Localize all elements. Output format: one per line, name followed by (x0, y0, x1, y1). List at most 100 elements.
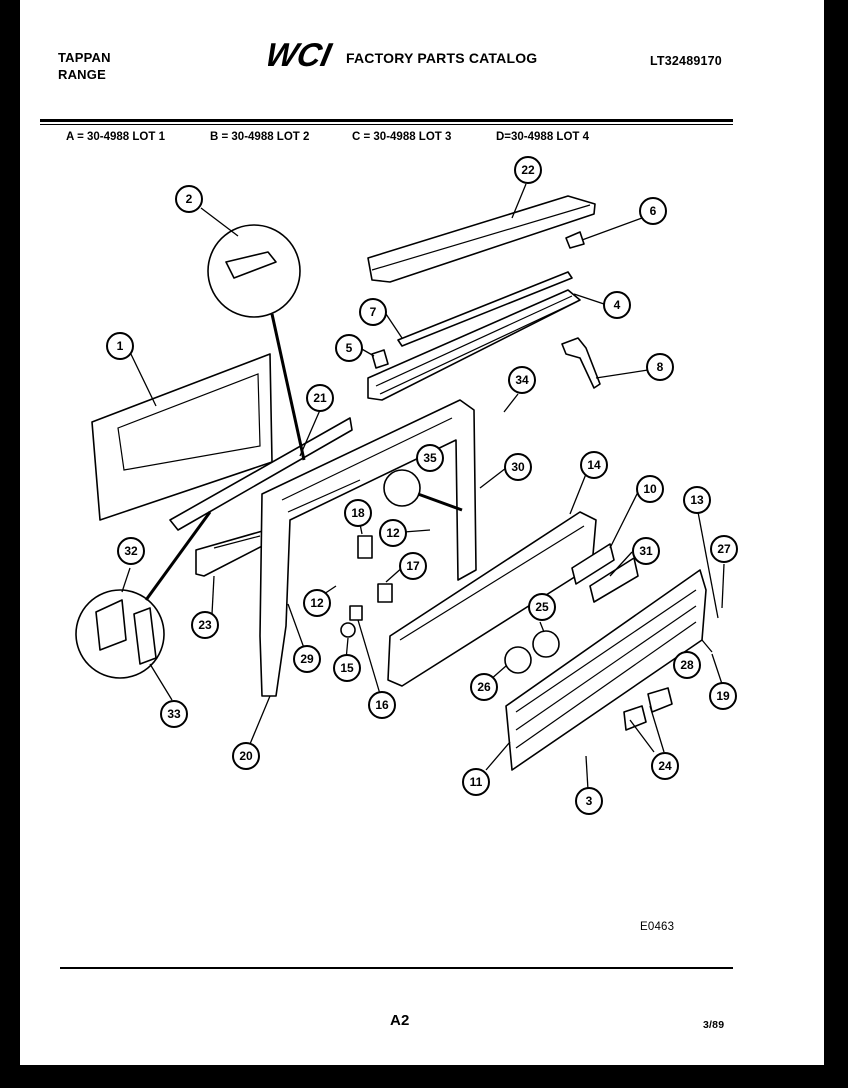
part-17-switch (377, 583, 393, 603)
callout-33-label: 33 (167, 707, 181, 721)
callout-24-label: 24 (658, 759, 672, 773)
callout-24: 24 (651, 752, 679, 780)
callout-13: 13 (683, 486, 711, 514)
page-label: A2 (390, 1012, 410, 1029)
callout-29: 29 (293, 645, 321, 673)
part-15-part (340, 622, 356, 638)
callout-2: 2 (175, 185, 203, 213)
footer-rule (60, 967, 733, 969)
callout-33: 33 (160, 700, 188, 728)
callout-5-label: 5 (346, 341, 353, 355)
callout-31-label: 31 (639, 544, 653, 558)
lot-label-b: B = 30-4988 LOT 2 (210, 131, 310, 143)
callout-26a-label: 26 (477, 680, 491, 694)
lot-label-c: C = 30-4988 LOT 3 (352, 131, 452, 143)
callout-11-label: 11 (470, 775, 483, 789)
part-16-switch (349, 605, 363, 621)
callout-5: 5 (335, 334, 363, 362)
callout-2-label: 2 (186, 192, 193, 206)
part-6-clip (565, 231, 585, 249)
catalog-sheet (20, 0, 824, 1065)
figure-code: E0463 (640, 921, 675, 933)
callout-14-label: 14 (587, 458, 601, 472)
callout-15-label: 15 (340, 661, 354, 675)
callout-23: 23 (191, 611, 219, 639)
callout-12b: 12 (303, 589, 331, 617)
callout-15: 15 (333, 654, 361, 682)
callout-4: 4 (603, 291, 631, 319)
callout-32: 32 (117, 537, 145, 565)
callout-27-label: 27 (717, 542, 731, 556)
callout-20-label: 20 (239, 749, 253, 763)
brand-line-2: RANGE (58, 67, 106, 82)
callout-3: 3 (575, 787, 603, 815)
callout-19-label: 19 (716, 689, 730, 703)
part-22-top-trim (367, 195, 596, 283)
part-26-knob (504, 646, 532, 674)
callout-12a-label: 12 (386, 526, 400, 540)
callout-19: 19 (709, 682, 737, 710)
callout-30-label: 30 (511, 460, 525, 474)
callout-21-label: 21 (313, 391, 327, 405)
brand-line-1: TAPPAN (58, 50, 111, 65)
part-10-bracket (571, 543, 615, 585)
callout-17-label: 17 (406, 559, 420, 573)
part-20-panel-frame (259, 399, 477, 697)
callout-21: 21 (306, 384, 334, 412)
wci-logo: WCI (268, 38, 335, 72)
callout-28: 28 (673, 651, 701, 679)
callout-22-label: 22 (521, 163, 535, 177)
part-18-switch (357, 535, 373, 559)
part-31-bracket (589, 557, 639, 603)
catalog-number: LT32489170 (650, 54, 722, 68)
detail-32-part (95, 599, 127, 651)
callout-35: 35 (416, 444, 444, 472)
callout-34-label: 34 (515, 373, 529, 387)
detail-circle-35 (383, 469, 421, 507)
callout-20: 20 (232, 742, 260, 770)
callout-27: 27 (710, 535, 738, 563)
part-11-grille (505, 569, 707, 771)
callout-leaders (121, 183, 725, 791)
detail-33-part (133, 607, 157, 665)
callout-22: 22 (514, 156, 542, 184)
callout-35-label: 35 (423, 451, 437, 465)
callout-18: 18 (344, 499, 372, 527)
lot-label-d: D=30-4988 LOT 4 (496, 131, 590, 143)
part-5-bracket (371, 349, 389, 369)
part-14-panel (387, 511, 597, 687)
part-7-rod (397, 271, 573, 347)
callout-7-label: 7 (370, 305, 377, 319)
callout-1: 1 (106, 332, 134, 360)
callout-13-label: 13 (690, 493, 704, 507)
callout-30: 30 (504, 453, 532, 481)
callout-8: 8 (646, 353, 674, 381)
detail-leader-32 (144, 511, 212, 601)
callout-14: 14 (580, 451, 608, 479)
part-8-bracket (561, 337, 601, 389)
part-23-strip (195, 529, 271, 577)
catalog-title: FACTORY PARTS CATALOG (346, 50, 538, 66)
callout-6-label: 6 (650, 204, 657, 218)
detail-leader-2 (270, 313, 306, 461)
callout-8-label: 8 (657, 360, 664, 374)
callout-7: 7 (359, 298, 387, 326)
callout-6: 6 (639, 197, 667, 225)
callout-1-label: 1 (117, 339, 124, 353)
callout-3-label: 3 (586, 794, 593, 808)
part-21-strip (169, 417, 353, 531)
part-24-knob-a (647, 687, 673, 713)
callout-25-label: 25 (535, 600, 549, 614)
footer-date: 3/89 (703, 1019, 725, 1031)
callout-4-label: 4 (614, 298, 621, 312)
callout-17: 17 (399, 552, 427, 580)
part-25-knob (532, 630, 560, 658)
callout-32-label: 32 (124, 544, 138, 558)
part-24-knob-b (623, 705, 647, 731)
callout-16: 16 (368, 691, 396, 719)
callout-18-label: 18 (351, 506, 365, 520)
callout-12b-label: 12 (310, 596, 324, 610)
header-rule (40, 119, 733, 122)
